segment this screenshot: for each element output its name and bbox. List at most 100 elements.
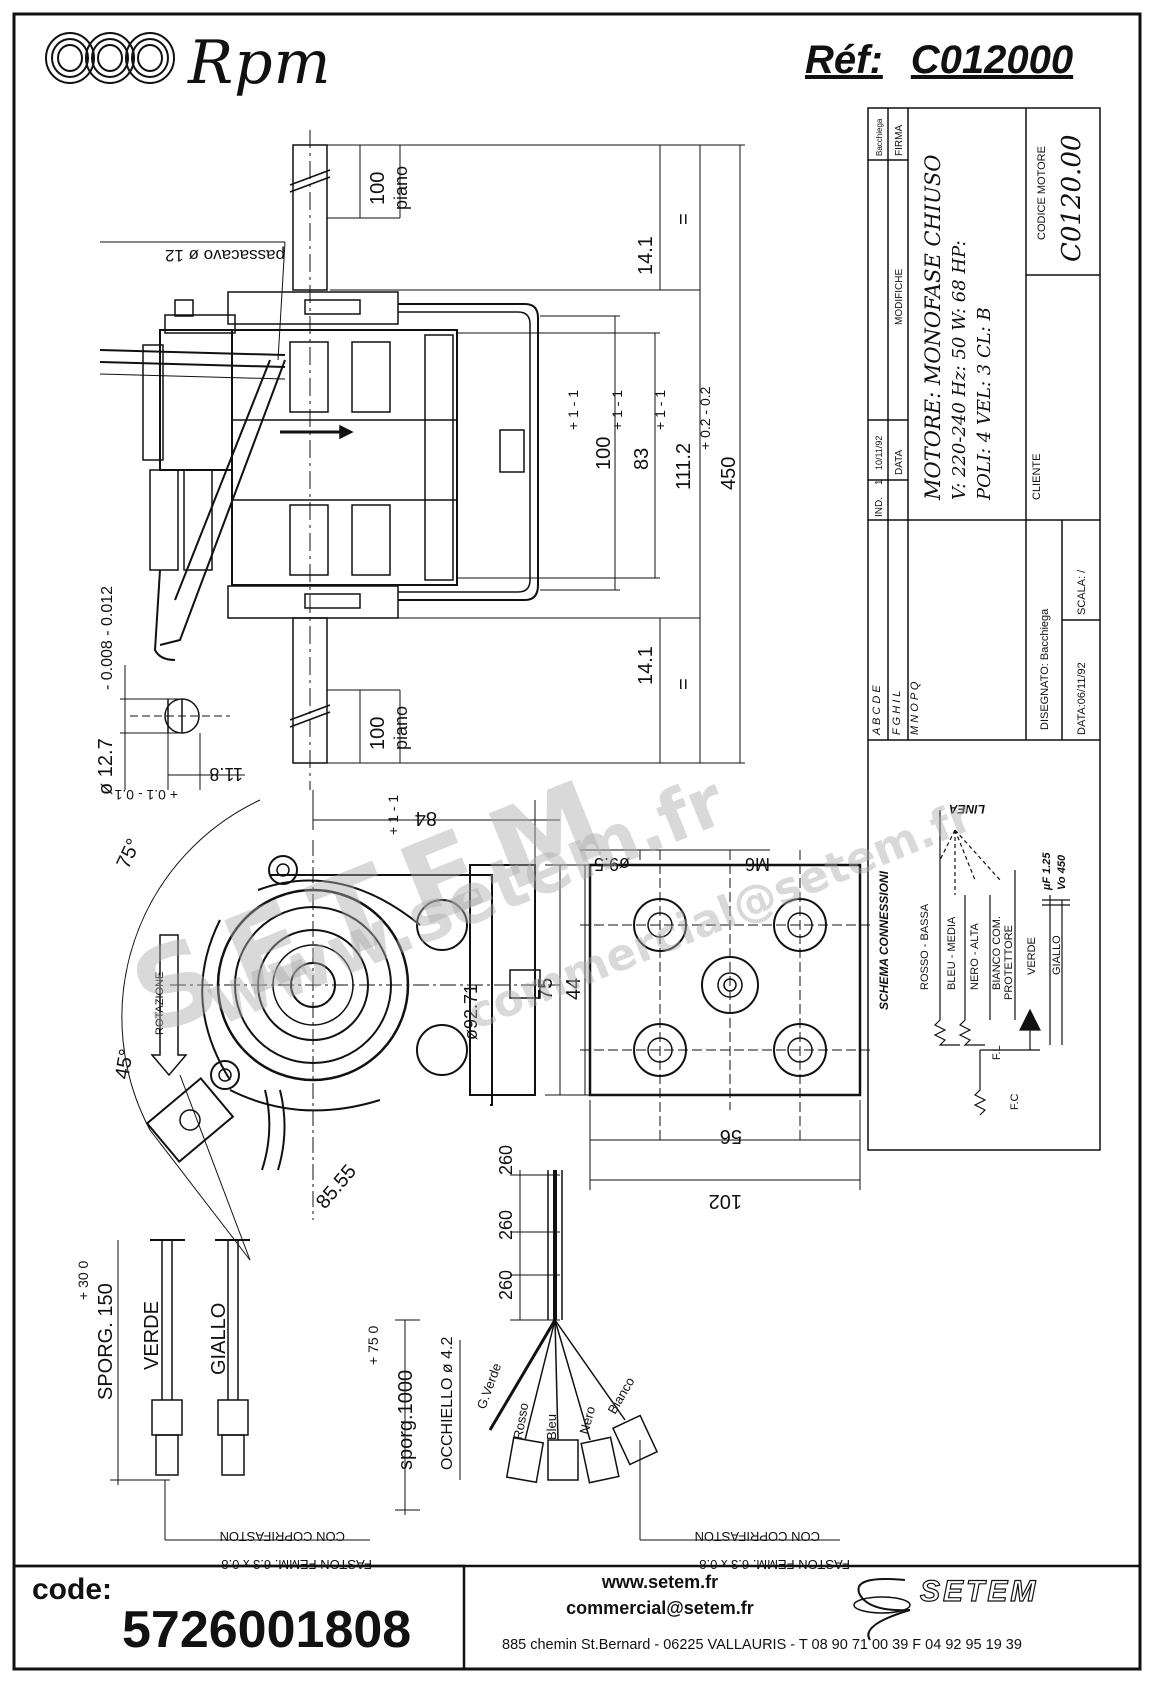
title-block-cliente: CLIENTE — [1031, 454, 1043, 500]
dim-111-tol: + 1 - 1 — [652, 390, 668, 430]
dim-44: 44 — [563, 978, 585, 1000]
dim-100-bot: 100 — [367, 717, 389, 750]
title-block-letters-2: F G H I L — [891, 691, 903, 735]
lead-name-bleu: Bleu — [544, 1414, 559, 1440]
cap-voltage: Vo 450 — [1056, 854, 1068, 890]
dim-100-top: 100 — [367, 172, 389, 205]
dim-piano-bot: piano — [391, 706, 411, 750]
wire-protettore: PROTETTORE — [1003, 925, 1015, 1000]
lead-verde: VERDE — [141, 1301, 163, 1370]
dim-dia92: ø92.71 — [461, 984, 481, 1040]
side-dimensions — [100, 144, 745, 764]
title-block-codice-value: C0120.00 — [1057, 135, 1087, 262]
dim-100-mid: 100 — [593, 437, 615, 470]
wire-rosso: ROSSO - BASSA — [919, 903, 931, 990]
faston-right-2: CON COPRIFASTON — [695, 1529, 820, 1544]
dim-85-55: 85.55 — [312, 1161, 361, 1213]
dim-83-tol: + 1 - 1 — [609, 390, 625, 430]
dim-450: 450 — [718, 457, 740, 490]
dim-angle-45: 45° — [111, 1047, 138, 1081]
title-block-firma: FIRMA — [894, 125, 905, 156]
title-block-rev-sign: Bacchiega — [875, 118, 884, 156]
dim-angle-75: 75° — [113, 835, 146, 872]
cap-value: µF 1.25 — [1041, 852, 1053, 891]
dim-450-tol: + 0.2 - 0.2 — [697, 386, 713, 450]
rotation-label: ROTAZIONE — [154, 972, 166, 1035]
title-block-spec-line1: V: 220-240 Hz: 50 W: 68 HP: — [949, 240, 970, 500]
title-block-rev-index: 1 — [874, 479, 885, 485]
setem-logo-mark — [853, 1578, 911, 1641]
title-block-modifiche: MODIFICHE — [894, 269, 905, 325]
website-link[interactable]: www.setem.fr — [601, 1572, 719, 1592]
lead-name-gverde: G.Verde — [474, 1361, 504, 1411]
faston-left-1: FASTON FEMM. 6.3 x 0.8 — [221, 1557, 372, 1572]
code-label: code: — [32, 1573, 113, 1606]
company-address: 885 chemin St.Bernard - 06225 VALLAURIS … — [502, 1637, 1022, 1653]
title-block-rev-date: 10/11/92 — [874, 436, 884, 470]
wire-fc: F.C — [1009, 1093, 1021, 1110]
title-block-ind: IND. — [874, 497, 885, 517]
dim-flat-tol: + 0.1 - 0.1 — [114, 787, 178, 803]
dim-flat: 11.8 — [209, 764, 243, 784]
title-block-date: DATA:06/11/92 — [1076, 662, 1088, 735]
wiring-schematic — [933, 810, 1070, 1116]
dim-14-1-top: 14.1 — [635, 236, 657, 275]
lead-giallo: GIALLO — [208, 1303, 230, 1375]
dim-56: 56 — [720, 1125, 742, 1147]
outer-border — [12, 12, 1142, 1671]
dim-83: 83 — [631, 448, 653, 470]
dim-100-tol: + 1 - 1 — [565, 390, 581, 430]
brand-name: Rpm — [188, 28, 332, 98]
dim-111-2: 111.2 — [673, 443, 695, 490]
lead-name-bianco: Bianco — [605, 1375, 638, 1417]
dim-eq-bot: = — [673, 678, 695, 690]
title-block-codice-label: CODICE MOTORE — [1036, 146, 1048, 240]
schema-title: SCHEMA CONNESSIONI — [877, 870, 891, 1010]
lead-occhiello: OCCHIELLO ø 4.2 — [439, 1337, 456, 1470]
shaft-section — [120, 665, 245, 790]
lead-sporg150-tol: + 30 0 — [75, 1260, 91, 1300]
dim-260-b: 260 — [496, 1210, 516, 1240]
lead-name-nero: Nero — [576, 1405, 598, 1436]
motor-front-view — [121, 799, 560, 1261]
title-block-scala: SCALA: / — [1076, 569, 1088, 615]
dim-9-5: ø9.5 — [594, 854, 630, 874]
dim-shaft-dia: ø 12.7 — [95, 738, 117, 795]
reference-label: Réf: — [805, 38, 883, 82]
wire-fl: F.L — [991, 1045, 1003, 1060]
dim-84: 84 — [415, 807, 437, 829]
mounting-plate-view — [580, 850, 870, 1140]
title-block — [867, 107, 1101, 1151]
dim-260-c: 260 — [496, 1270, 516, 1300]
dim-260-a: 260 — [496, 1145, 516, 1175]
dim-shaft-tol: - 0.008 - 0.012 — [99, 586, 116, 690]
lead-sporg1000-tol: + 75 0 — [365, 1325, 381, 1365]
wire-verde: VERDE — [1026, 937, 1038, 975]
rpm-logo-mark — [45, 32, 175, 84]
title-block-motor-title: MOTORE: MONOFASE CHIUSO — [921, 155, 945, 501]
lead-sporg1000: sporg.1000 — [395, 1370, 417, 1470]
code-box — [12, 1564, 466, 1671]
wire-bianco: BIANCO COM. — [991, 916, 1003, 990]
dim-102: 102 — [709, 1190, 742, 1212]
email-link[interactable]: commercial@setem.fr — [566, 1598, 754, 1618]
reference-value: C012000 — [910, 38, 1074, 82]
dim-84-tol: + 1 - 1 — [385, 795, 401, 835]
setem-logo-text: SETEM — [919, 1574, 1039, 1608]
dim-piano-top: piano — [391, 166, 411, 210]
code-value: 5726001808 — [122, 1601, 412, 1659]
wire-nero: NERO - ALTA — [969, 923, 981, 990]
wire-giallo: GIALLO — [1051, 935, 1063, 975]
dim-eq-top: = — [673, 213, 695, 225]
leads-long — [395, 1170, 840, 1541]
leads-short — [110, 1239, 370, 1541]
title-block-letters-1: A B C D E — [871, 685, 883, 736]
title-block-data: DATA — [894, 449, 905, 475]
lead-sporg150: SPORG. 150 — [95, 1283, 117, 1400]
plate-dimensions — [580, 849, 861, 1190]
faston-left-2: CON COPRIFASTON — [220, 1529, 345, 1544]
dim-75: 75 — [535, 978, 557, 1000]
dim-14-1-bot: 14.1 — [635, 646, 657, 685]
